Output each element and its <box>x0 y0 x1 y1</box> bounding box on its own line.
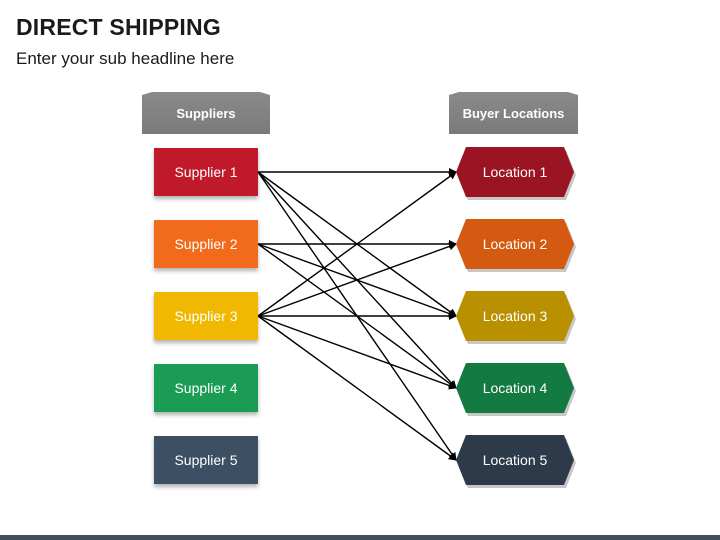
arrow-supplier-3-to-location-2 <box>257 242 457 317</box>
location-5-label: Location 5 <box>482 452 548 468</box>
supplier-4-box: Supplier 4 <box>154 364 258 412</box>
page-subtitle: Enter your sub headline here <box>16 49 235 68</box>
arrow-supplier-3-to-location-5 <box>257 315 457 461</box>
location-2-label: Location 2 <box>482 236 548 252</box>
location-4-label: Location 4 <box>482 380 548 396</box>
bottom-bar <box>0 535 720 540</box>
supplier-1-box: Supplier 1 <box>154 148 258 196</box>
arrow-supplier-3-to-location-1 <box>257 171 457 317</box>
supplier-5-label: Supplier 5 <box>174 452 238 468</box>
location-2-box: Location 2 <box>456 219 574 269</box>
location-4-box: Location 4 <box>456 363 574 413</box>
location-1-label: Location 1 <box>482 164 548 180</box>
supplier-4-label: Supplier 4 <box>174 380 238 396</box>
arrow-supplier-3-to-location-4 <box>257 315 457 390</box>
supplier-5-box: Supplier 5 <box>154 436 258 484</box>
supplier-3-label: Supplier 3 <box>174 308 238 324</box>
location-3-label: Location 3 <box>482 308 548 324</box>
buyer-locations-header: Buyer Locations <box>449 92 578 134</box>
supplier-2-label: Supplier 2 <box>174 236 238 252</box>
supplier-3-box: Supplier 3 <box>154 292 258 340</box>
supplier-2-box: Supplier 2 <box>154 220 258 268</box>
location-1-box: Location 1 <box>456 147 574 197</box>
location-3-box: Location 3 <box>456 291 574 341</box>
page-title: DIRECT SHIPPING <box>16 14 221 40</box>
supplier-1-label: Supplier 1 <box>174 164 238 180</box>
location-5-box: Location 5 <box>456 435 574 485</box>
suppliers-header: Suppliers <box>142 92 270 134</box>
